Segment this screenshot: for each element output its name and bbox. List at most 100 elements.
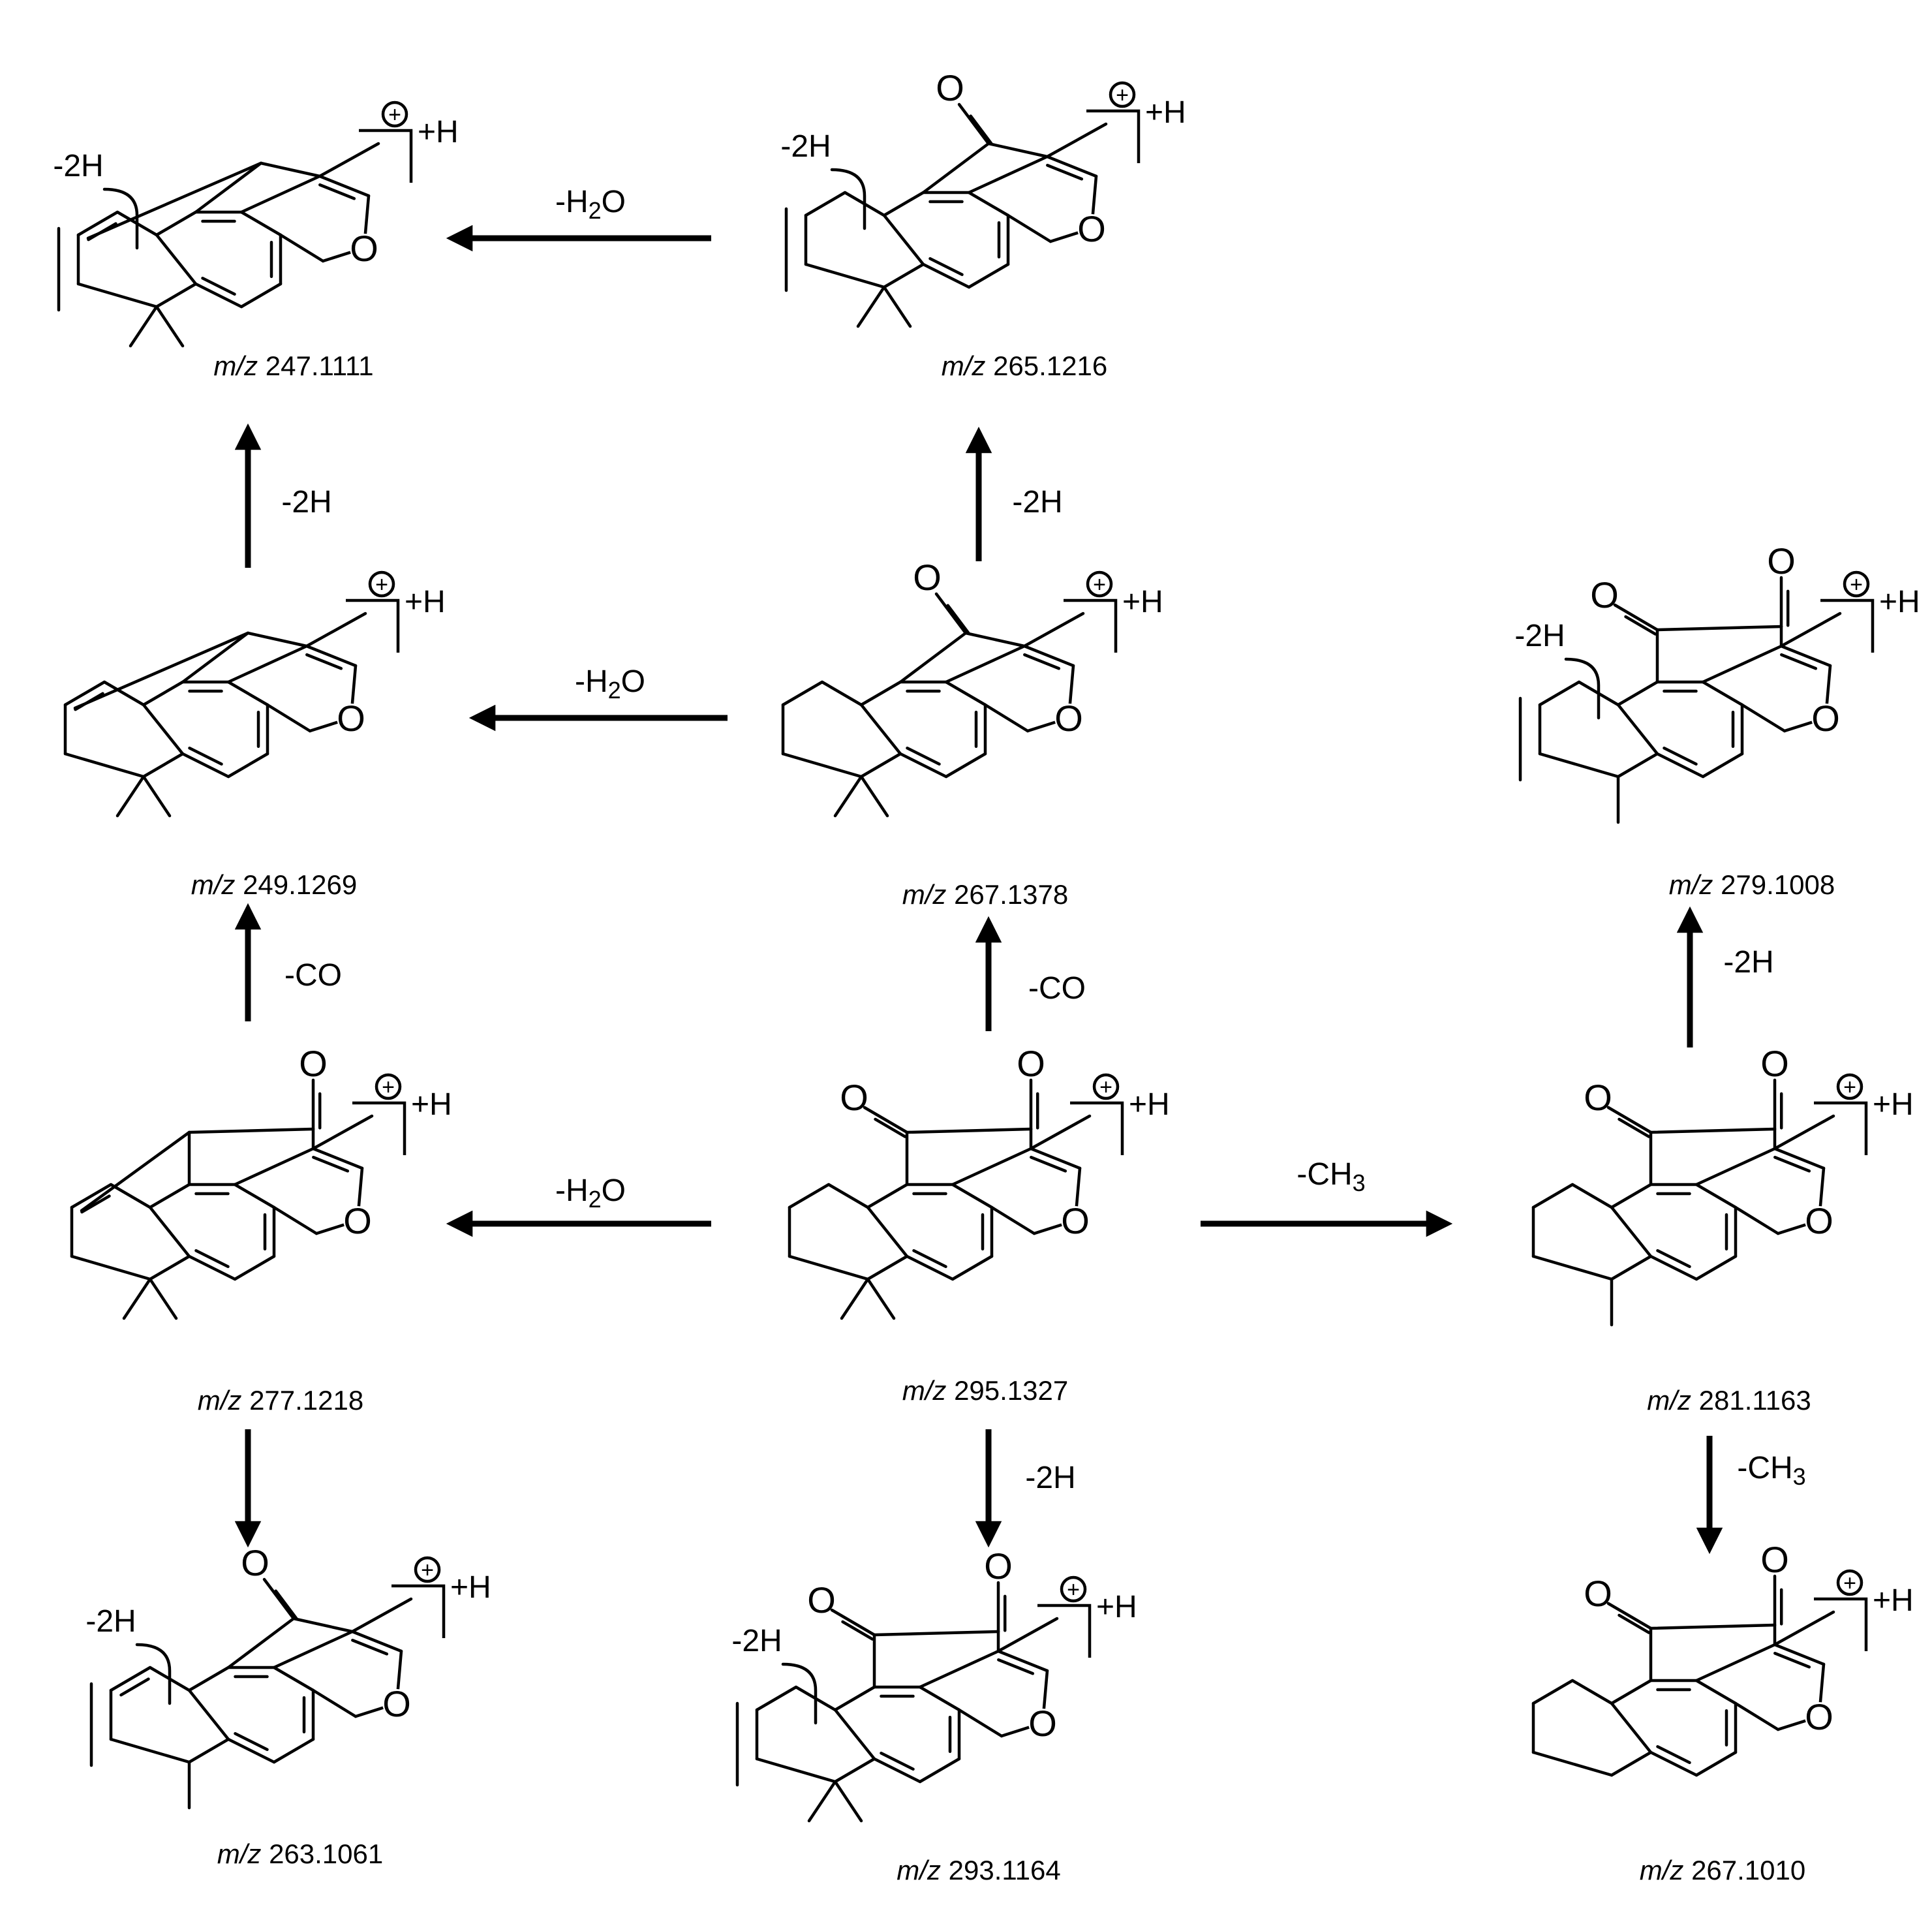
bond xyxy=(272,1630,354,1669)
bond xyxy=(239,282,283,309)
structure-f293: OOO-2H++Hm/z 293.1164 xyxy=(731,1545,1137,1885)
inline-loss-label: -2H xyxy=(731,1624,782,1658)
loss-main: -2H xyxy=(1025,1461,1075,1495)
mz-label-f277: m/z 277.1218 xyxy=(198,1385,364,1416)
bond xyxy=(755,1757,837,1784)
bond xyxy=(788,1183,831,1209)
loss-main: -2H xyxy=(281,485,331,519)
double-bond-line xyxy=(194,1249,230,1268)
positive-charge-icon xyxy=(381,101,408,128)
bond xyxy=(804,191,847,217)
structure-f263: OO-2H++Hm/z 263.1061 xyxy=(85,1542,491,1869)
bond xyxy=(1701,752,1744,779)
bond xyxy=(996,1649,1049,1673)
bond xyxy=(1649,1623,1777,1630)
bond xyxy=(944,680,987,707)
hydrogen-loss-curve xyxy=(781,1662,818,1725)
bond xyxy=(262,1577,296,1620)
mz-label-f295: m/z 295.1327 xyxy=(902,1375,1069,1406)
adduct-label: +H xyxy=(1873,1087,1914,1122)
charge-symbol: + xyxy=(382,1075,395,1100)
adduct-label: +H xyxy=(405,585,446,619)
bond xyxy=(755,1685,798,1712)
mz-prefix: m/z xyxy=(198,1385,249,1416)
bond xyxy=(1610,1205,1653,1258)
bond xyxy=(1701,644,1783,684)
mz-value: 249.1269 xyxy=(243,869,357,900)
loss-label-f277-to-f249: -CO xyxy=(284,958,342,993)
positive-charge-icon xyxy=(1086,570,1113,598)
mz-label-f265: m/z 265.1216 xyxy=(942,350,1108,381)
mz-prefix: m/z xyxy=(902,1375,954,1406)
bond xyxy=(109,1666,152,1692)
bond xyxy=(957,102,990,146)
atom-mask xyxy=(382,1689,411,1718)
bond xyxy=(155,233,198,286)
charge-symbol: + xyxy=(1843,1075,1856,1100)
bond xyxy=(918,1685,961,1712)
bond xyxy=(882,262,925,289)
loss-label-f267a-to-f249: -H2O xyxy=(575,664,645,704)
carbonyl-oxygen-label: O xyxy=(1584,1077,1612,1118)
bond xyxy=(63,680,106,707)
bond xyxy=(1740,703,1786,733)
hydrogen-loss-curve xyxy=(135,1643,172,1705)
mz-prefix: m/z xyxy=(902,879,954,910)
double-bond-line xyxy=(1656,1249,1691,1268)
furan-oxygen-label: O xyxy=(1805,1696,1833,1737)
double-bond-line xyxy=(906,747,941,766)
charge-bracket xyxy=(352,1101,406,1155)
bond xyxy=(1694,1254,1738,1281)
double-bond-line xyxy=(119,1677,150,1697)
carbonyl-oxygen-label: O xyxy=(1584,1573,1612,1614)
hydrogen-loss-curve xyxy=(1564,657,1601,720)
bond xyxy=(350,1630,403,1653)
methyl-bond xyxy=(350,1597,413,1634)
bond xyxy=(1610,1701,1653,1754)
furan-oxygen-label: O xyxy=(1805,1200,1833,1241)
charge-bracket xyxy=(1814,1597,1868,1651)
charge-bracket xyxy=(391,1584,446,1638)
bond xyxy=(1610,1750,1653,1777)
loss-subscript: 2 xyxy=(589,1186,602,1213)
bond xyxy=(311,1688,358,1718)
bond xyxy=(181,752,230,779)
double-bond-line xyxy=(188,747,223,766)
hydrogen-loss-curve xyxy=(102,187,139,250)
positive-charge-icon xyxy=(1092,1073,1120,1100)
carbonyl-oxygen-label: O xyxy=(1590,574,1619,615)
double-bond-line xyxy=(1773,1651,1811,1669)
bond xyxy=(882,191,925,217)
bond xyxy=(148,1254,191,1281)
atom-mask xyxy=(343,1206,372,1235)
double-bond-line xyxy=(274,1589,298,1620)
gem-methyl-bond xyxy=(142,775,172,818)
mz-value: 247.1111 xyxy=(266,350,374,381)
bond xyxy=(272,1205,318,1235)
atom-mask xyxy=(1805,1702,1833,1731)
loss-label-f295-to-f267a: -CO xyxy=(1028,971,1086,1006)
adduct-label: +H xyxy=(1873,1583,1914,1618)
furan-oxygen-label: O xyxy=(1028,1703,1057,1744)
carbonyl-oxygen-label: O xyxy=(1767,540,1796,581)
loss-subscript: 3 xyxy=(1793,1463,1806,1490)
bond xyxy=(1694,1750,1738,1777)
bond xyxy=(863,1106,909,1134)
bond xyxy=(1571,1183,1614,1209)
charge-symbol: + xyxy=(375,572,388,597)
bond xyxy=(983,703,1030,733)
bond xyxy=(266,703,312,733)
double-bond-line xyxy=(318,183,356,200)
furan-oxygen-label: O xyxy=(343,1200,372,1241)
methyl-bond xyxy=(1773,1610,1835,1647)
bond xyxy=(1022,644,1075,668)
bond xyxy=(187,1127,315,1134)
mz-value: 263.1061 xyxy=(269,1838,383,1869)
bond xyxy=(967,262,1010,289)
carbonyl-oxygen-label: O xyxy=(241,1542,269,1583)
bond xyxy=(788,1254,870,1281)
structure-f249: O++Hm/z 249.1269 xyxy=(63,570,446,900)
mz-label-f267b: m/z 267.1010 xyxy=(1640,1855,1806,1885)
bond xyxy=(239,174,322,214)
